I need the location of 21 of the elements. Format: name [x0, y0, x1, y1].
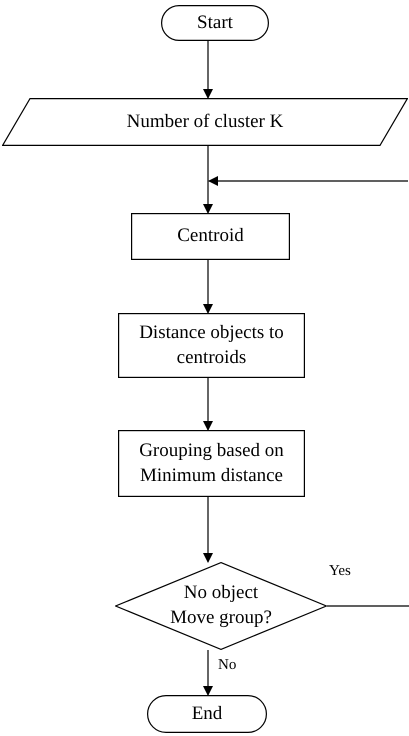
- decision-diamond: [115, 562, 327, 650]
- start-terminal: [161, 5, 269, 41]
- node-text: Number of cluster K: [126, 110, 284, 134]
- node-text: Start: [196, 10, 234, 35]
- arrow: [203, 260, 213, 314]
- process-box: [131, 213, 290, 260]
- arrow: [208, 176, 408, 186]
- arrow: [203, 378, 213, 431]
- arrow: [203, 650, 213, 696]
- node-text: End: [190, 702, 224, 726]
- process-box: [118, 313, 305, 378]
- arrow: [203, 497, 213, 563]
- arrow: [203, 41, 213, 99]
- node-text: Grouping based on Minimum distance: [138, 438, 285, 488]
- arrow: [203, 146, 213, 214]
- end-terminal: [147, 695, 267, 733]
- input-parallelogram: [2, 98, 408, 146]
- process-box: [118, 430, 305, 497]
- node-text: No object Move group?: [169, 581, 273, 630]
- node-text: Distance objects to centroids: [138, 320, 285, 370]
- node-text: Centroid: [176, 224, 245, 248]
